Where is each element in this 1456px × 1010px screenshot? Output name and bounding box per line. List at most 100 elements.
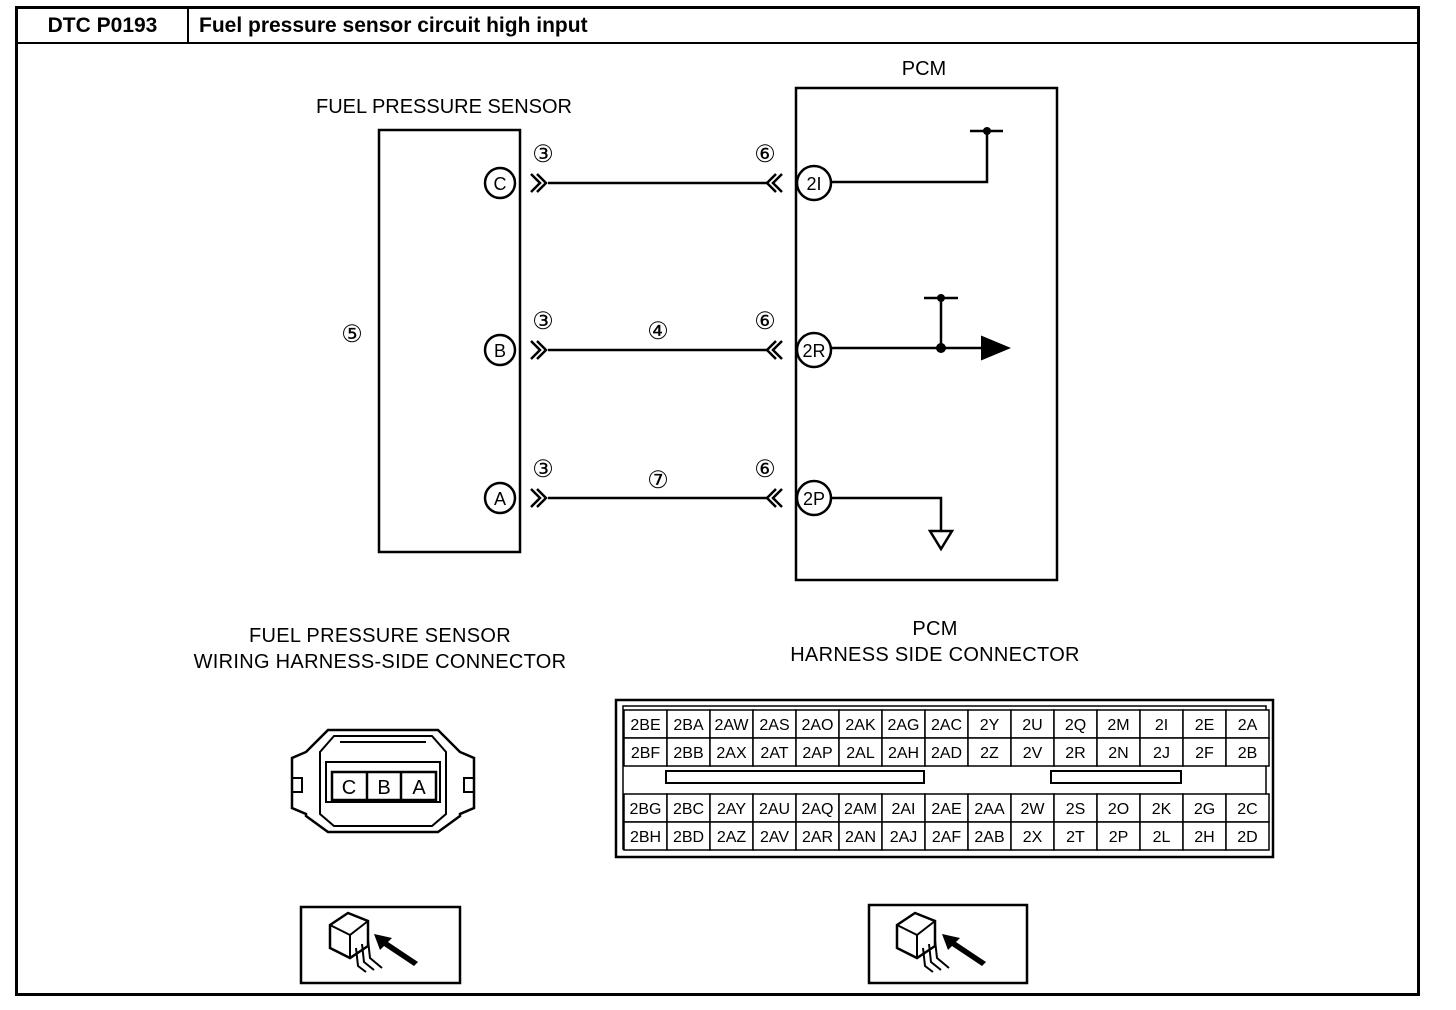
pcm-connector-title-line2: HARNESS SIDE CONNECTOR	[790, 644, 1080, 666]
pcm-pin-label: 2BG	[629, 801, 661, 818]
pcm-pin-label: 2Q	[1065, 717, 1086, 734]
pcm-pin-label: 2B	[1238, 745, 1258, 762]
pcm-pin-label: 2AF	[932, 829, 962, 846]
pcm-pin-cell	[1225, 793, 1270, 823]
svg-text:2I: 2I	[806, 174, 821, 194]
pcm-pin-cell	[838, 709, 883, 739]
pcm-pin-cell	[838, 793, 883, 823]
pcm-pin-label: 2AY	[717, 801, 746, 818]
sensor-terminal-c: C	[483, 166, 517, 200]
sensor-terminal-a: A	[483, 481, 517, 515]
pcm-pin-cell	[666, 709, 711, 739]
pcm-callout-2i: ⑥	[754, 141, 776, 168]
pcm-pin-label: 2C	[1237, 801, 1257, 818]
pcm-pin-label: 2AM	[844, 801, 877, 818]
sensor-pin-a: A	[412, 777, 426, 799]
pcm-pin-label: 2Y	[980, 717, 1000, 734]
svg-text:B: B	[494, 341, 506, 361]
pcm-pin-cell	[881, 709, 926, 739]
pcm-terminal-2r: 2R	[795, 331, 833, 369]
pcm-pin-label: 2AZ	[717, 829, 747, 846]
pcm-title: PCM	[902, 58, 946, 80]
pcm-pin-label: 2AW	[714, 717, 749, 734]
pcm-pin-label: 2BF	[631, 745, 661, 762]
connector-back-view-icon	[867, 903, 1029, 985]
pcm-pin-label: 2AI	[891, 801, 915, 818]
pcm-pin-label: 2O	[1108, 801, 1129, 818]
pcm-pin-label: 2AQ	[801, 801, 833, 818]
pcm-pin-cell	[752, 793, 797, 823]
pcm-pin-label: 2AX	[716, 745, 747, 762]
pcm-pin-label: 2U	[1022, 717, 1042, 734]
sensor-connector-title-line2: WIRING HARNESS-SIDE CONNECTOR	[193, 651, 567, 673]
pcm-pin-cell	[881, 737, 926, 767]
sensor-harness-connector: C B A	[290, 728, 476, 834]
sensor-pin-b: B	[377, 777, 390, 799]
pcm-pin-label: 2AK	[845, 717, 876, 734]
pcm-pin-cell	[967, 793, 1012, 823]
pcm-pin-cell	[967, 737, 1012, 767]
pcm-pin-label: 2D	[1237, 829, 1257, 846]
pcm-pin-label: 2F	[1195, 745, 1214, 762]
pcm-pin-label: 2BC	[673, 801, 704, 818]
pcm-connector-title-line1: PCM	[912, 618, 958, 640]
pcm-pin-label: 2AJ	[890, 829, 918, 846]
pcm-box	[794, 86, 1059, 582]
pcm-pin-label: 2T	[1066, 829, 1085, 846]
pcm-2i-reference-circuit	[831, 127, 1003, 184]
pcm-pin-label: 2H	[1194, 829, 1214, 846]
sensor-title: FUEL PRESSURE SENSOR	[316, 96, 572, 118]
fuel-pressure-sensor-box	[377, 128, 522, 554]
connector-callout-c: ③	[532, 141, 554, 168]
pcm-pin-cell	[1096, 821, 1141, 851]
svg-text:C: C	[494, 174, 507, 194]
pcm-2p-ground-circuit	[831, 496, 955, 552]
pcm-pin-cell	[795, 821, 840, 851]
pcm-pin-cell	[666, 737, 711, 767]
wire-a-2p	[530, 488, 783, 508]
pcm-pin-cell	[666, 821, 711, 851]
pcm-pin-cell	[709, 737, 754, 767]
pcm-pin-cell	[1225, 737, 1270, 767]
pcm-pin-label: 2AD	[931, 745, 962, 762]
sensor-terminal-b: B	[483, 333, 517, 367]
pcm-pin-label: 2AE	[931, 801, 961, 818]
pcm-pin-cell	[1053, 793, 1098, 823]
sensor-callout: ⑤	[341, 321, 363, 348]
header-bar	[15, 6, 1420, 44]
svg-text:2P: 2P	[803, 489, 825, 509]
pcm-pin-cell	[1139, 793, 1184, 823]
pcm-pin-label: 2AV	[760, 829, 789, 846]
pcm-pin-label: 2BE	[630, 717, 660, 734]
pcm-pin-label: 2R	[1065, 745, 1085, 762]
pcm-pin-label: 2I	[1155, 717, 1168, 734]
pcm-terminal-2p: 2P	[795, 479, 833, 517]
svg-text:2R: 2R	[802, 341, 825, 361]
pcm-pin-label: 2AP	[802, 745, 832, 762]
pcm-2r-signal-circuit	[831, 294, 1011, 361]
svg-text:A: A	[494, 489, 506, 509]
wire-c-2i	[530, 173, 783, 193]
connector-callout-a: ③	[532, 456, 554, 483]
dtc-code: DTC P0193	[18, 9, 189, 43]
pcm-pin-label: 2AT	[760, 745, 788, 762]
pcm-pin-cell	[1182, 821, 1227, 851]
pcm-pin-label: 2S	[1066, 801, 1086, 818]
pcm-pin-label: 2BB	[673, 745, 703, 762]
pcm-pin-label: 2BA	[673, 717, 704, 734]
pcm-callout-2p: ⑥	[754, 456, 776, 483]
pcm-pin-label: 2J	[1153, 745, 1170, 762]
pcm-pin-label: 2AH	[888, 745, 919, 762]
pcm-pin-label: 2AG	[887, 717, 919, 734]
pcm-pin-label: 2A	[1238, 717, 1258, 734]
pcm-pin-label: 2AO	[801, 717, 833, 734]
pcm-pin-cell	[1053, 821, 1098, 851]
dtc-title: Fuel pressure sensor circuit high input	[199, 14, 588, 37]
pcm-pin-label: 2AU	[759, 801, 790, 818]
pcm-pin-cell	[623, 737, 668, 767]
pcm-terminal-2i: 2I	[795, 164, 833, 202]
pcm-pin-cell	[838, 821, 883, 851]
connector-callout-b: ③	[532, 308, 554, 335]
